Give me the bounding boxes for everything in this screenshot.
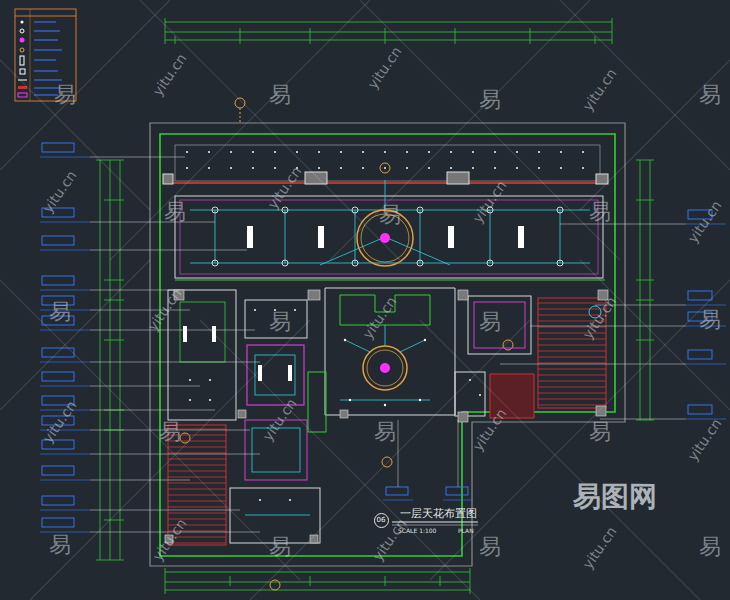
watermark: 易: [479, 88, 501, 112]
watermark: 易: [479, 310, 501, 334]
watermark: 易: [54, 83, 76, 107]
watermark: yitu.cn: [150, 51, 190, 99]
plan-note: PLAN: [458, 528, 474, 535]
drawing-title: 一层天花布置图: [400, 508, 477, 520]
watermark: 易: [269, 83, 291, 107]
watermark: yitu.cn: [580, 524, 620, 572]
dimension-lines: [96, 18, 654, 594]
watermark: 易: [479, 535, 501, 559]
callout-tags: [40, 143, 726, 532]
watermark: yitu.cn: [365, 44, 405, 92]
rooms: [163, 145, 608, 545]
drawing-number-circle: 06: [374, 513, 389, 528]
watermark: 易: [699, 308, 721, 332]
drawing-number: 06: [377, 517, 386, 524]
watermark: 易: [269, 310, 291, 334]
wall-outline: [160, 134, 615, 556]
watermark: 易: [269, 535, 291, 559]
watermark: 易: [49, 300, 71, 324]
watermark: yitu.cn: [580, 66, 620, 114]
watermark: 易: [379, 203, 401, 227]
watermark: 易: [49, 533, 71, 557]
watermark: 易: [589, 200, 611, 224]
watermark: yitu.cn: [360, 294, 400, 342]
watermark: 易: [589, 420, 611, 444]
watermark: 易: [159, 420, 181, 444]
watermark-logo: 易图网: [573, 482, 657, 513]
watermark: 易: [699, 535, 721, 559]
watermark: yitu.cn: [470, 406, 510, 454]
watermark: yitu.cn: [685, 198, 725, 246]
watermark: 易: [699, 83, 721, 107]
watermark: 易: [164, 200, 186, 224]
watermark: 易: [374, 420, 396, 444]
site-outline: [150, 123, 625, 566]
watermark: yitu.cn: [685, 416, 725, 464]
